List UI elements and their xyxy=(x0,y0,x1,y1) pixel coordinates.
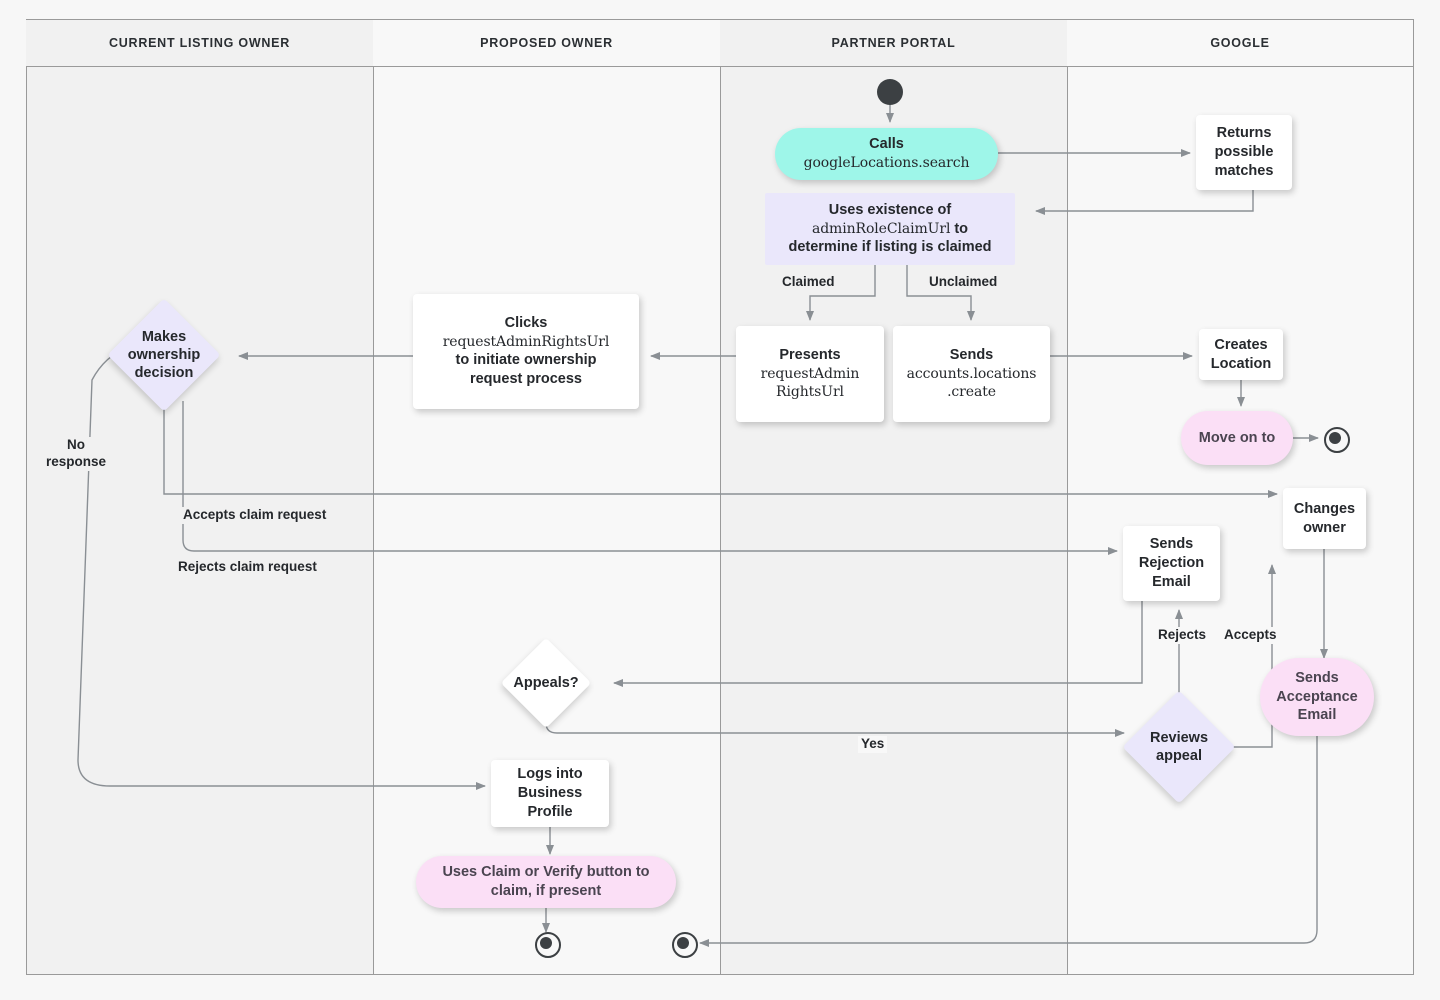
node-line-1: Calls xyxy=(869,136,904,153)
node-presents-request-admin-rights-url[interactable]: Presents requestAdmin RightsUrl xyxy=(736,326,884,422)
node-label: Move on to xyxy=(1198,429,1276,446)
node-line-2: googleLocations.search xyxy=(803,155,970,172)
edge-label-no-response: No response xyxy=(43,437,110,471)
start-node xyxy=(877,79,903,105)
node-returns-possible-matches[interactable]: Returns possible matches xyxy=(1196,115,1292,190)
node-appeals-decision[interactable]: Appeals? xyxy=(500,637,592,729)
lane-bottom-border xyxy=(26,974,1414,975)
edge-label-yes: Yes xyxy=(858,736,888,753)
node-label: Changes owner xyxy=(1293,500,1356,536)
end-node-proposed-owner-claim xyxy=(535,932,561,958)
lane-proposed-owner xyxy=(373,19,720,975)
node-line-2: requestAdmin xyxy=(760,366,860,383)
node-line-1: Presents xyxy=(779,347,841,364)
node-line-1: Uses existence of xyxy=(828,201,952,218)
node-line-2-suffix: to xyxy=(950,220,969,237)
edge-label-claimed: Claimed xyxy=(779,274,838,291)
node-clicks-request-admin-rights-url[interactable]: Clicks requestAdminRightsUrl to initiate… xyxy=(413,294,639,409)
lane-header-partner-portal: PARTNER PORTAL xyxy=(720,19,1067,67)
edge-label-accepts: Accepts xyxy=(1221,627,1280,644)
node-sends-accounts-locations-create[interactable]: Sends accounts.locations .create xyxy=(893,326,1050,422)
node-label: Appeals? xyxy=(513,674,579,691)
node-line-3: .create xyxy=(947,384,996,401)
node-label: Creates Location xyxy=(1210,336,1272,372)
node-sends-acceptance-email[interactable]: Sends Acceptance Email xyxy=(1260,658,1374,736)
code-token: adminRoleClaimUrl xyxy=(811,220,951,237)
node-label: Returns possible matches xyxy=(1214,125,1274,179)
edge-label-rejects-claim-request: Rejects claim request xyxy=(175,559,320,576)
node-line-3: determine if listing is claimed xyxy=(788,239,992,256)
lane-title: PARTNER PORTAL xyxy=(831,36,956,50)
lane-title: GOOGLE xyxy=(1210,36,1270,50)
end-node-proposed-owner-accepted xyxy=(672,932,698,958)
lane-header-current-listing-owner: CURRENT LISTING OWNER xyxy=(26,19,373,67)
node-label: Sends Rejection Email xyxy=(1138,536,1205,590)
end-node-google xyxy=(1324,427,1350,453)
node-line-2: claim, if present xyxy=(490,883,602,899)
node-changes-owner[interactable]: Changes owner xyxy=(1283,488,1366,549)
node-uses-existence-of-admin-role-claim-url[interactable]: Uses existence of adminRoleClaimUrl to d… xyxy=(765,193,1015,265)
lane-current-listing-owner xyxy=(26,19,373,975)
node-line-4: request process xyxy=(469,371,582,388)
edge-label-accepts-claim-request: Accepts claim request xyxy=(180,507,330,524)
edge-label-unclaimed: Unclaimed xyxy=(926,274,1001,291)
node-line-1: Uses Claim or Verify button to xyxy=(442,864,650,881)
node-makes-ownership-decision[interactable]: Makes ownership decision xyxy=(107,298,221,412)
node-line-2: requestAdminRightsUrl xyxy=(442,333,610,350)
node-line-1: Clicks xyxy=(504,315,548,332)
lane-header-proposed-owner: PROPOSED OWNER xyxy=(373,19,720,67)
node-line-1: Sends xyxy=(949,347,994,364)
node-label: Logs into Business Profile xyxy=(517,766,583,820)
node-line-3: to initiate ownership xyxy=(455,352,597,369)
node-move-on-to[interactable]: Move on to xyxy=(1181,411,1293,465)
node-reviews-appeal[interactable]: Reviews appeal xyxy=(1122,690,1236,804)
node-label: Makes ownership decision xyxy=(127,328,201,382)
node-label: Sends Acceptance Email xyxy=(1276,669,1358,724)
lane-header-google: GOOGLE xyxy=(1067,19,1414,67)
node-sends-rejection-email[interactable]: Sends Rejection Email xyxy=(1123,526,1220,601)
lane-title: CURRENT LISTING OWNER xyxy=(108,36,291,50)
node-uses-claim-or-verify-button[interactable]: Uses Claim or Verify button to claim, if… xyxy=(416,856,676,908)
node-creates-location[interactable]: Creates Location xyxy=(1199,329,1283,380)
lane-title: PROPOSED OWNER xyxy=(480,36,613,50)
node-line-3: RightsUrl xyxy=(776,384,844,401)
node-label: Reviews appeal xyxy=(1149,729,1209,764)
node-line-2: adminRoleClaimUrl to xyxy=(788,220,991,239)
node-line-2: accounts.locations xyxy=(906,366,1037,383)
node-calls-google-locations-search[interactable]: Calls googleLocations.search xyxy=(775,128,998,180)
edge-label-rejects: Rejects xyxy=(1155,627,1210,644)
node-logs-into-business-profile[interactable]: Logs into Business Profile xyxy=(491,760,609,827)
